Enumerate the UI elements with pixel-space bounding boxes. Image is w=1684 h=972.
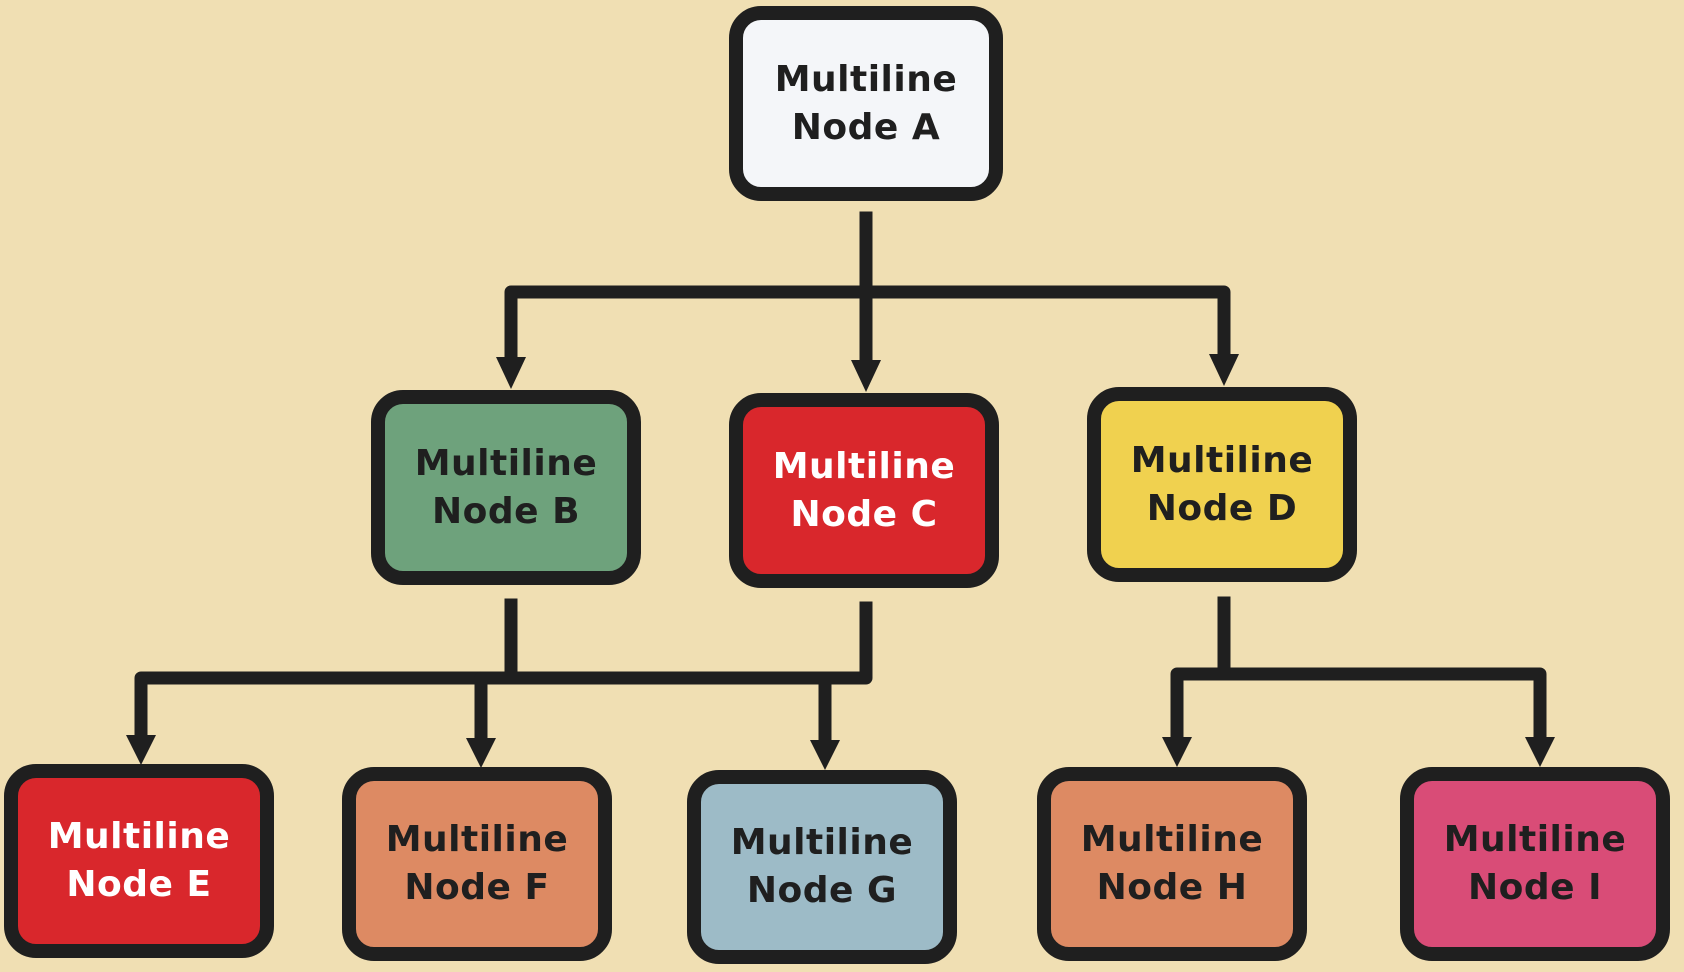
node-c-line1: Multiline <box>772 445 956 487</box>
node-a-line2: Node A <box>791 106 941 148</box>
node-g-line1: Multiline <box>730 822 914 863</box>
node-c: Multiline Node C <box>729 393 999 588</box>
node-g: Multiline Node G <box>687 770 957 964</box>
node-h-line1: Multiline <box>1080 819 1264 860</box>
node-i: Multiline Node I <box>1400 767 1670 961</box>
node-b: Multiline Node B <box>371 390 641 585</box>
edge-c-g <box>818 601 873 685</box>
arrowhead-h <box>1162 737 1192 767</box>
edge-b-g <box>504 671 832 749</box>
node-h-line2: Node H <box>1096 867 1248 908</box>
node-e: Multiline Node E <box>4 764 274 958</box>
edge-d-i <box>1217 667 1547 745</box>
node-b-line2: Node B <box>431 490 581 532</box>
edge-b-e <box>134 671 518 742</box>
edge-b-f <box>474 671 518 747</box>
edge-a-d <box>859 285 1231 361</box>
node-a-line1: Multiline <box>774 58 958 100</box>
node-f: Multiline Node F <box>342 767 612 961</box>
node-d: Multiline Node D <box>1087 387 1357 582</box>
node-i-line1: Multiline <box>1443 819 1627 860</box>
arrowhead-g <box>810 740 840 770</box>
node-f-line2: Node F <box>404 867 550 908</box>
arrowhead-e <box>126 735 156 765</box>
node-g-line2: Node G <box>746 870 898 911</box>
node-b-line1: Multiline <box>414 442 598 484</box>
arrowhead-c <box>851 360 881 392</box>
edge-a-b <box>504 285 873 364</box>
node-e-line1: Multiline <box>47 816 231 857</box>
node-f-line1: Multiline <box>385 819 569 860</box>
edge-d-h <box>1170 667 1231 745</box>
node-h: Multiline Node H <box>1037 767 1307 961</box>
arrowhead-b <box>496 357 526 389</box>
arrowhead-f <box>466 738 496 768</box>
node-d-line1: Multiline <box>1130 439 1314 481</box>
arrowhead-i <box>1525 737 1555 767</box>
node-i-line2: Node I <box>1468 867 1602 908</box>
node-c-line2: Node C <box>790 493 938 535</box>
arrowhead-d <box>1209 354 1239 386</box>
node-e-line2: Node E <box>66 864 212 905</box>
node-a: Multiline Node A <box>729 6 1003 201</box>
node-d-line2: Node D <box>1146 487 1298 529</box>
